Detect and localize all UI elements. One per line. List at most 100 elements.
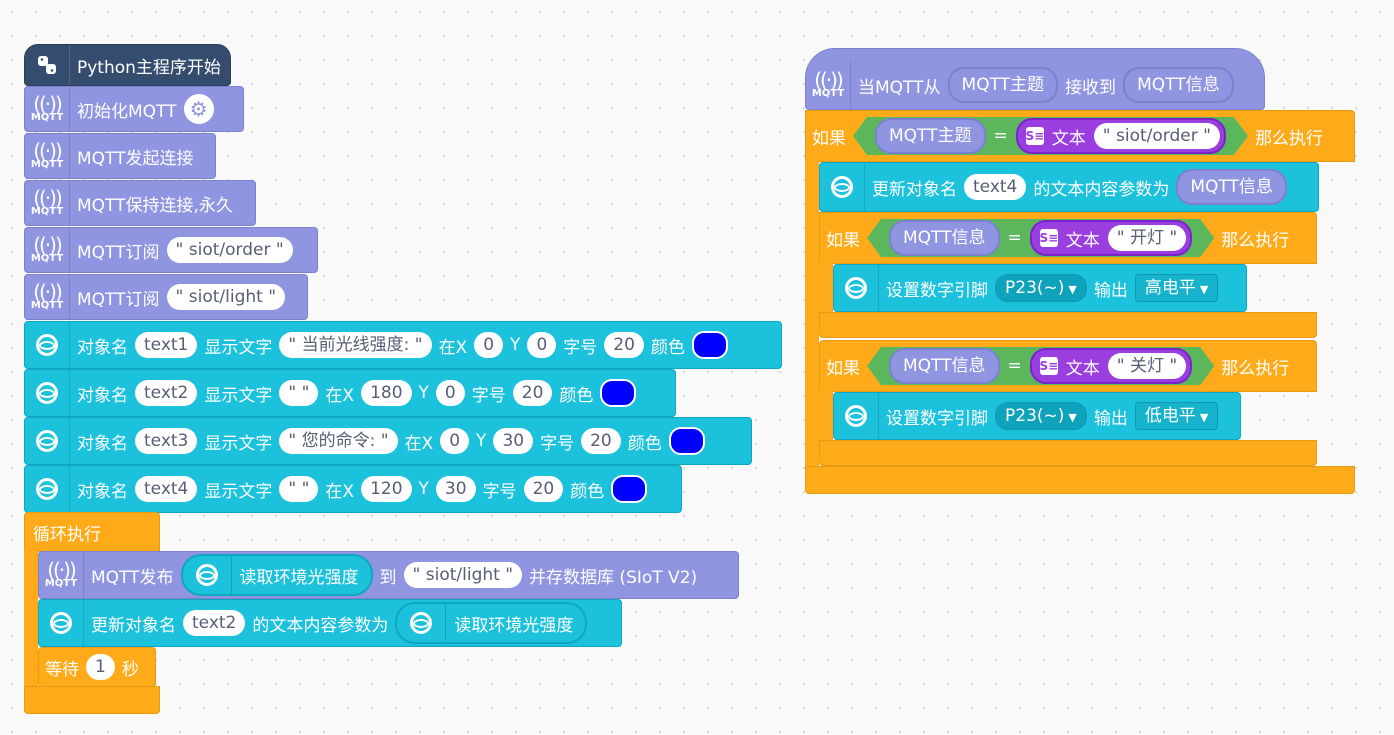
- display-text-block-2[interactable]: 对象名 text2 显示文字 " " 在X 180 Y 0 字号 20 颜色: [24, 369, 676, 417]
- read-light-reporter[interactable]: 读取环境光强度: [395, 602, 588, 644]
- wait-block[interactable]: 等待 1 秒: [38, 647, 156, 687]
- publish-topic-input[interactable]: " siot/light ": [403, 562, 523, 588]
- mqtt-topic-reporter[interactable]: MQTT主题: [947, 67, 1059, 103]
- object-name-input[interactable]: text4: [135, 476, 198, 502]
- board-icon: [834, 265, 879, 311]
- forever-loop-block[interactable]: 循环执行: [24, 512, 160, 552]
- gear-icon[interactable]: ⚙: [183, 94, 214, 124]
- mqtt-message-reporter[interactable]: MQTT信息: [1176, 169, 1287, 205]
- chevron-down-icon: ▼: [1199, 411, 1209, 424]
- pin-dropdown[interactable]: P23(~)▼: [995, 402, 1087, 430]
- color-picker[interactable]: [600, 379, 637, 407]
- mqtt-connect-label: MQTT发起连接: [77, 148, 194, 169]
- x-input[interactable]: 0: [474, 332, 504, 358]
- mqtt-wifi-icon: ((·))MQTT: [25, 134, 70, 178]
- y-input[interactable]: 30: [493, 428, 534, 454]
- size-label: 字号: [563, 337, 598, 358]
- to-label: 到: [379, 567, 397, 588]
- wait-seconds-input[interactable]: 1: [86, 654, 115, 680]
- set-pin-low-block[interactable]: 设置数字引脚 P23(~)▼ 输出 低电平▼: [833, 392, 1241, 440]
- display-text-block-4[interactable]: 对象名 text4 显示文字 " " 在X 120 Y 30 字号 20 颜色: [24, 465, 682, 513]
- topic-input[interactable]: " siot/light ": [166, 284, 286, 310]
- equals-condition[interactable]: MQTT主题 = S≡ 文本 " siot/order ": [853, 117, 1248, 155]
- read-light-reporter[interactable]: 读取环境光强度: [180, 554, 373, 596]
- if-off-footer: [819, 440, 1317, 466]
- then-label: 那么执行: [1254, 128, 1323, 149]
- mqtt-message-reporter[interactable]: MQTT信息: [889, 220, 1000, 256]
- object-name-input[interactable]: text4: [964, 174, 1027, 200]
- mqtt-topic-reporter[interactable]: MQTT主题: [875, 118, 986, 154]
- text-value-input[interactable]: " 关灯 ": [1108, 353, 1186, 379]
- text-value-input[interactable]: " 开灯 ": [1108, 225, 1186, 251]
- if-label: 如果: [826, 358, 860, 379]
- color-picker[interactable]: [611, 475, 648, 503]
- set-pin-label: 设置数字引脚: [886, 280, 988, 301]
- x-input[interactable]: 180: [361, 380, 412, 406]
- topic-input[interactable]: " siot/order ": [166, 237, 293, 263]
- color-label: 颜色: [650, 337, 685, 358]
- mqtt-subscribe-block-1[interactable]: ((·))MQTT MQTT订阅 " siot/order ": [24, 227, 318, 273]
- mqtt-wifi-icon: ((·))MQTT: [25, 228, 70, 272]
- y-input[interactable]: 30: [435, 476, 476, 502]
- equals-condition[interactable]: MQTT信息 = S≡ 文本 " 关灯 ": [867, 347, 1214, 385]
- mqtt-receive-hat-block[interactable]: ((·))MQTT 当MQTT从 MQTT主题 接收到 MQTT信息: [805, 48, 1265, 110]
- set-pin-high-block[interactable]: 设置数字引脚 P23(~)▼ 输出 高电平▼: [833, 264, 1247, 312]
- equals-condition[interactable]: MQTT信息 = S≡ 文本 " 开灯 ": [867, 219, 1214, 257]
- y-input[interactable]: 0: [527, 332, 557, 358]
- size-input[interactable]: 20: [512, 380, 553, 406]
- pin-dropdown[interactable]: P23(~)▼: [995, 274, 1087, 302]
- mqtt-keep-label: MQTT保持连接,永久: [77, 195, 233, 216]
- init-mqtt-block[interactable]: ((·))MQTT 初始化MQTT ⚙: [24, 86, 244, 132]
- chevron-down-icon: ▼: [1199, 283, 1209, 296]
- update-suffix: 的文本内容参数为: [252, 615, 389, 636]
- if-off-block[interactable]: 如果 MQTT信息 = S≡ 文本 " 关灯 " 那么执行: [819, 340, 1317, 392]
- x-input[interactable]: 120: [361, 476, 412, 502]
- if-on-block[interactable]: 如果 MQTT信息 = S≡ 文本 " 开灯 " 那么执行: [819, 212, 1317, 264]
- update-text4-block[interactable]: 更新对象名 text4 的文本内容参数为 MQTT信息: [819, 162, 1319, 212]
- if-arm: [805, 160, 819, 470]
- text-input[interactable]: " 当前光线强度: ": [279, 332, 432, 358]
- text-input[interactable]: " 您的命令: ": [279, 428, 398, 454]
- size-input[interactable]: 20: [581, 428, 621, 454]
- size-input[interactable]: 20: [604, 332, 644, 358]
- level-dropdown[interactable]: 低电平▼: [1134, 402, 1219, 430]
- display-text-block-1[interactable]: 对象名 text1 显示文字 " 当前光线强度: " 在X 0 Y 0 字号 2…: [24, 321, 782, 369]
- text-input[interactable]: " ": [279, 380, 319, 406]
- equals-sign: =: [1007, 356, 1022, 376]
- mqtt-wifi-icon: ((·))MQTT: [806, 61, 851, 109]
- object-name-input[interactable]: text2: [135, 380, 198, 406]
- mqtt-message-reporter[interactable]: MQTT信息: [889, 348, 1000, 384]
- size-input[interactable]: 20: [523, 476, 564, 502]
- y-input[interactable]: 0: [435, 380, 465, 406]
- object-name-input[interactable]: text3: [135, 428, 198, 454]
- update-suffix: 的文本内容参数为: [1033, 179, 1170, 200]
- python-main-hat-block[interactable]: Python主程序开始: [24, 44, 231, 86]
- text-input[interactable]: " ": [279, 476, 319, 502]
- text-reporter[interactable]: S≡ 文本 " 关灯 ": [1030, 348, 1192, 384]
- mqtt-publish-block[interactable]: ((·))MQTT MQTT发布 读取环境光强度 到 " siot/light …: [38, 551, 739, 599]
- show-label: 显示文字: [204, 337, 273, 358]
- color-label: 颜色: [559, 385, 594, 406]
- color-picker[interactable]: [668, 427, 705, 455]
- text-reporter[interactable]: S≡ 文本 " 开灯 ": [1030, 220, 1192, 256]
- mqtt-keep-block[interactable]: ((·))MQTT MQTT保持连接,永久: [24, 180, 256, 226]
- y-label: Y: [510, 335, 521, 355]
- then-label: 那么执行: [1221, 230, 1290, 251]
- text-reporter[interactable]: S≡ 文本 " siot/order ": [1016, 118, 1226, 154]
- mqtt-connect-block[interactable]: ((·))MQTT MQTT发起连接: [24, 133, 216, 179]
- color-picker[interactable]: [691, 331, 728, 359]
- mqtt-wifi-icon: ((·))MQTT: [25, 275, 70, 319]
- display-text-block-3[interactable]: 对象名 text3 显示文字 " 您的命令: " 在X 0 Y 30 字号 20…: [24, 417, 752, 465]
- update-text2-block[interactable]: 更新对象名 text2 的文本内容参数为 读取环境光强度: [38, 599, 622, 647]
- object-name-input[interactable]: text2: [183, 610, 246, 636]
- x-input[interactable]: 0: [440, 428, 470, 454]
- text-icon: S≡: [1025, 129, 1045, 143]
- object-name-input[interactable]: text1: [135, 332, 198, 358]
- level-dropdown[interactable]: 高电平▼: [1134, 274, 1219, 302]
- text-value-input[interactable]: " siot/order ": [1094, 123, 1220, 149]
- mqtt-subscribe-block-2[interactable]: ((·))MQTT MQTT订阅 " siot/light ": [24, 274, 308, 320]
- if-on-footer: [819, 312, 1317, 338]
- mqtt-message-reporter[interactable]: MQTT信息: [1123, 67, 1234, 103]
- init-mqtt-label: 初始化MQTT: [77, 101, 177, 122]
- if-topic-block[interactable]: 如果 MQTT主题 = S≡ 文本 " siot/order " 那么执行: [805, 110, 1355, 162]
